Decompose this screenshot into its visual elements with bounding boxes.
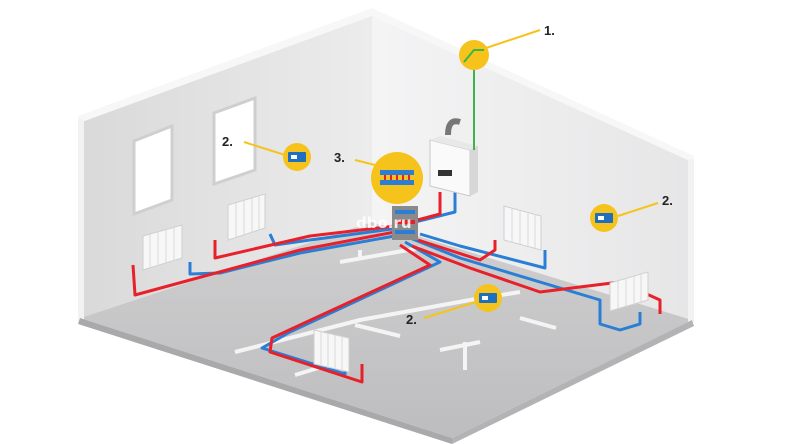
windows [132, 95, 257, 217]
radiator-front [313, 329, 350, 373]
callout-thermostat-floor: 2. [406, 284, 502, 327]
right-wall-cut [688, 158, 694, 324]
callout-manifold: 3. [334, 150, 423, 204]
supply-pipe-boiler [409, 192, 442, 224]
floor-edge-front [78, 318, 452, 444]
callout-label-2-left: 2. [222, 134, 233, 149]
supply-pipes [131, 192, 662, 384]
callout-label-1: 1. [544, 23, 555, 38]
supply-pipe-front-radiator [268, 243, 432, 384]
left-wall-cut [78, 118, 84, 322]
callout-label-2-right: 2. [662, 193, 673, 208]
return-pipe-right-radiator [409, 236, 642, 332]
return-pipe-back-radiator [419, 232, 547, 270]
supply-pipe-right-radiator [411, 244, 662, 314]
manifold [392, 206, 418, 240]
radiators [142, 193, 649, 373]
callout-boiler: 1. [459, 23, 555, 70]
return-pipe-left-radiator-2 [268, 226, 401, 247]
radiator-back [503, 205, 542, 251]
callout-thermostat-left: 2. [222, 134, 311, 171]
return-pipe-boiler [414, 192, 457, 224]
callout-label-3: 3. [334, 150, 345, 165]
window-left [132, 123, 174, 217]
supply-pipe-left-radiator-1 [131, 230, 396, 297]
watermark-text: dbo.ru [356, 214, 412, 232]
wall-boiler [429, 118, 478, 197]
window-right [212, 95, 257, 187]
floor [80, 222, 692, 438]
supply-pipe-back-radiator [417, 238, 497, 262]
callout-label-2-floor: 2. [406, 312, 417, 327]
callout-thermostat-right: 2. [590, 193, 673, 232]
supply-pipe-left-radiator-2 [213, 224, 396, 260]
radiator-left-1 [142, 224, 183, 271]
radiator-left-2 [227, 193, 266, 241]
floor-edge-right [452, 320, 694, 444]
radiator-right [609, 271, 649, 312]
